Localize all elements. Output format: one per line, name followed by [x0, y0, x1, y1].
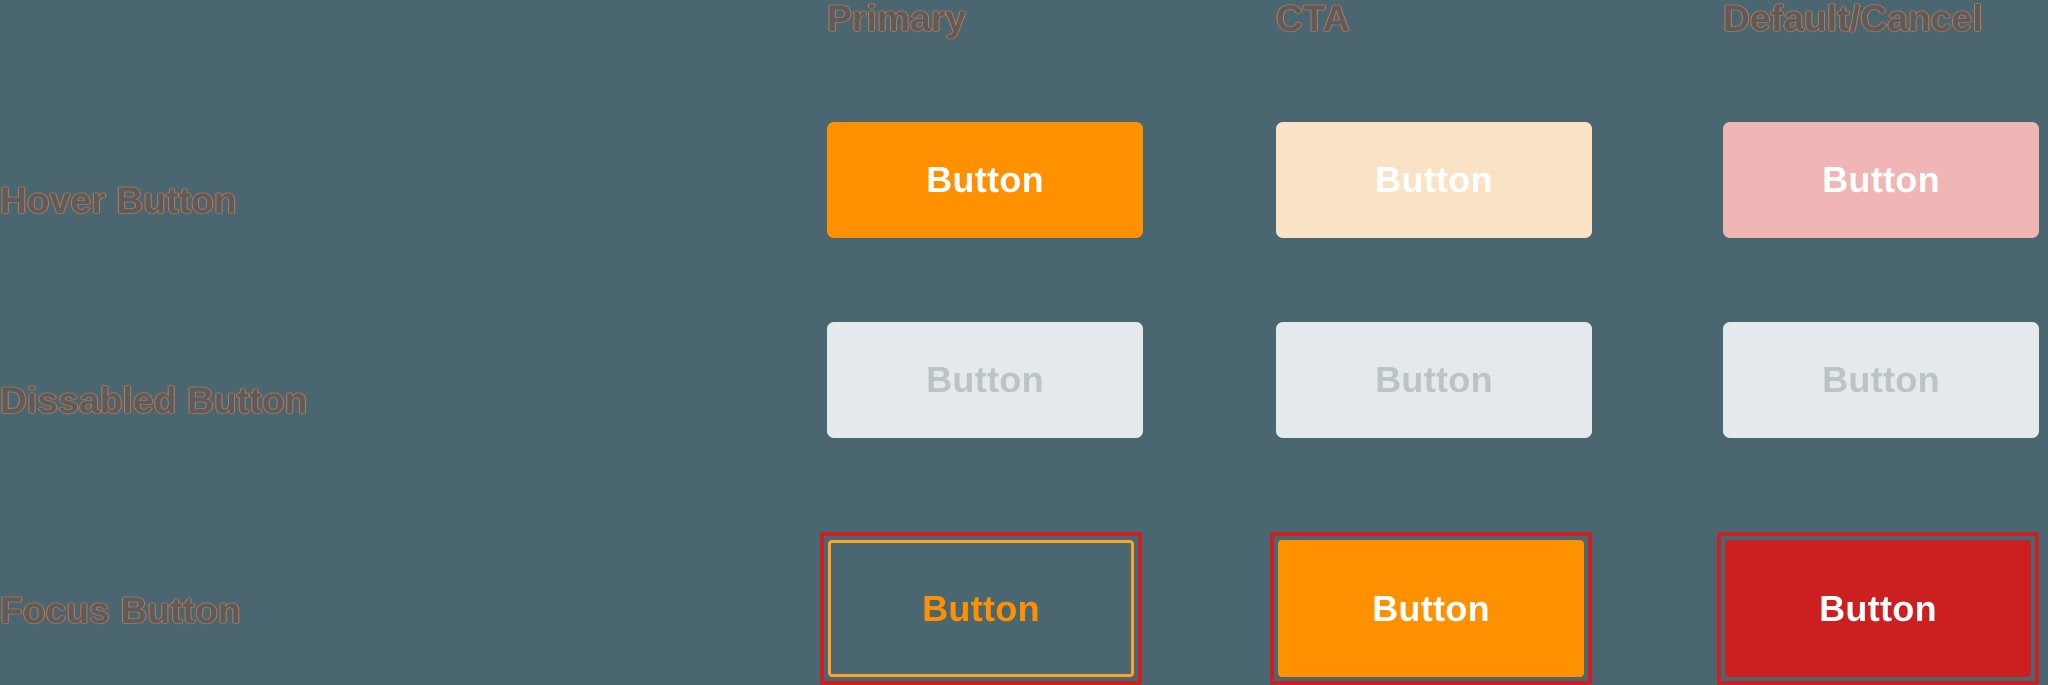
focus-ring-cta: Button	[1270, 532, 1592, 685]
focus-cta-button[interactable]: Button	[1278, 540, 1584, 677]
disabled-primary-button: Button	[827, 322, 1143, 438]
row-label-focus-button: Focus Button	[0, 590, 241, 631]
hover-primary-button[interactable]: Button	[827, 122, 1143, 238]
row-label-hover-button: Hover Button	[0, 180, 237, 221]
focus-primary-button[interactable]: Button	[828, 540, 1134, 677]
focus-ring-primary: Button	[820, 532, 1142, 685]
focus-ring-default-cancel: Button	[1717, 532, 2039, 685]
column-header-default-cancel: Default/Cancel	[1723, 0, 1983, 39]
hover-default-cancel-button[interactable]: Button	[1723, 122, 2039, 238]
hover-cta-button[interactable]: Button	[1276, 122, 1592, 238]
column-header-cta: CTA	[1276, 0, 1350, 39]
column-header-primary: Primary	[827, 0, 967, 39]
disabled-cta-button: Button	[1276, 322, 1592, 438]
row-label-dissabled-button: Dissabled Button	[0, 380, 308, 421]
focus-default-cancel-button[interactable]: Button	[1725, 540, 2031, 677]
disabled-default-cancel-button: Button	[1723, 322, 2039, 438]
